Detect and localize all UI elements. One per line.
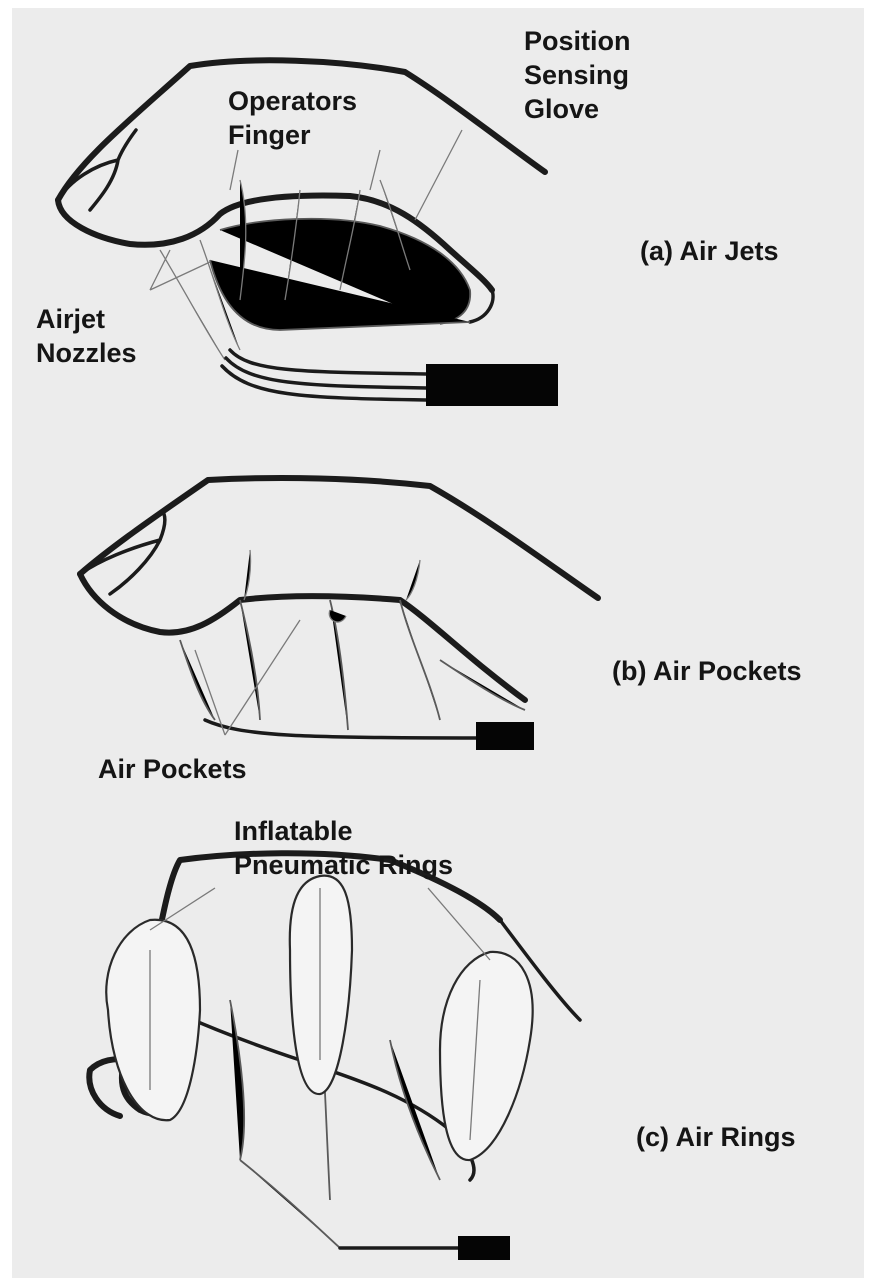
rings-label: Inflatable Pneumatic Rings: [234, 814, 453, 882]
panel-c-ring-middle: [290, 876, 352, 1094]
panel-a-glove-pointer: [415, 130, 462, 220]
rings-label-line-2: Pneumatic Rings: [234, 848, 453, 882]
panel-c-drawing: [89, 853, 580, 1260]
nozzles-label-line-2: Nozzles: [36, 336, 137, 370]
panel-a-finger-tip: [470, 290, 493, 322]
air-pockets-label: Air Pockets: [98, 752, 247, 786]
panel-b-thumb: [80, 514, 165, 594]
nozzles-label-line-1: Airjet: [36, 302, 137, 336]
finger-label-line-2: Finger: [228, 118, 357, 152]
glove-label: Position Sensing Glove: [524, 24, 631, 126]
panel-a-finger-pointer: [230, 150, 380, 190]
glove-label-line-2: Sensing: [524, 58, 631, 92]
rings-label-line-1: Inflatable: [234, 814, 453, 848]
caption-air-pockets: (b) Air Pockets: [612, 654, 802, 688]
panel-b-hose: [205, 720, 476, 738]
panel-c-ring-left: [106, 920, 200, 1121]
panel-b-glove-outline: [80, 478, 598, 598]
panel-a-hose-bundle: [222, 350, 426, 400]
glove-label-line-1: Position: [524, 24, 631, 58]
panel-c-connector-block: [458, 1236, 510, 1260]
panel-b-connector-block: [476, 722, 534, 750]
panel-c-ring-right: [440, 952, 533, 1160]
glove-label-line-3: Glove: [524, 92, 631, 126]
caption-air-rings: (c) Air Rings: [636, 1120, 796, 1154]
finger-label-line-1: Operators: [228, 84, 357, 118]
nozzles-label: Airjet Nozzles: [36, 302, 137, 370]
panel-b-drawing: [80, 478, 598, 750]
panel-b-pocket-bumps: [244, 550, 420, 622]
finger-label: Operators Finger: [228, 84, 357, 152]
panel-b-pockets: [180, 600, 525, 730]
panel-a-connector-block: [426, 364, 558, 406]
caption-air-jets: (a) Air Jets: [640, 234, 779, 268]
panel-a-thumb: [58, 130, 136, 210]
panel-b-glove-palm: [80, 574, 525, 700]
